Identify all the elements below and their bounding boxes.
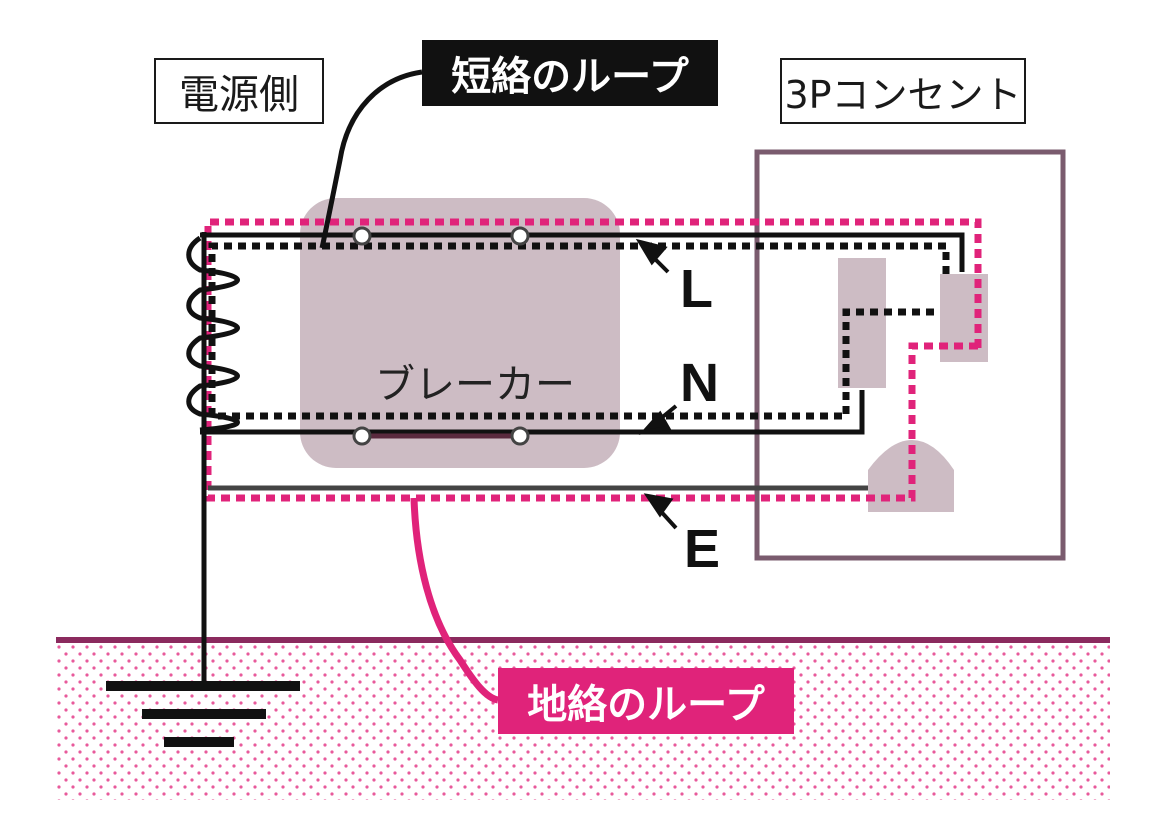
ground-loop-path	[204, 218, 982, 502]
transformer-coil	[186, 235, 240, 433]
breaker-label: ブレーカー	[375, 362, 575, 408]
short-loop-lead	[319, 69, 423, 249]
wires	[186, 69, 965, 704]
wire-l-label: L	[680, 259, 713, 319]
wire-l	[200, 232, 965, 272]
ground-loop-lead	[410, 497, 500, 704]
short-loop-path	[208, 242, 950, 420]
direction-arrows	[635, 238, 678, 530]
ground-loop-label: 地絡のループ	[498, 668, 794, 734]
ground-symbol	[106, 681, 300, 747]
outlet-frame	[754, 149, 1066, 561]
breaker-body	[300, 198, 620, 468]
wire-e-label: E	[684, 519, 721, 579]
power-side-label: 電源側	[154, 58, 324, 124]
outlet-label: 3Pコンセント	[780, 58, 1026, 124]
short-loop-label: 短絡のループ	[422, 40, 718, 106]
breaker-contacts	[352, 226, 530, 446]
wire-n-label: N	[680, 353, 719, 413]
wire-n	[200, 390, 865, 435]
